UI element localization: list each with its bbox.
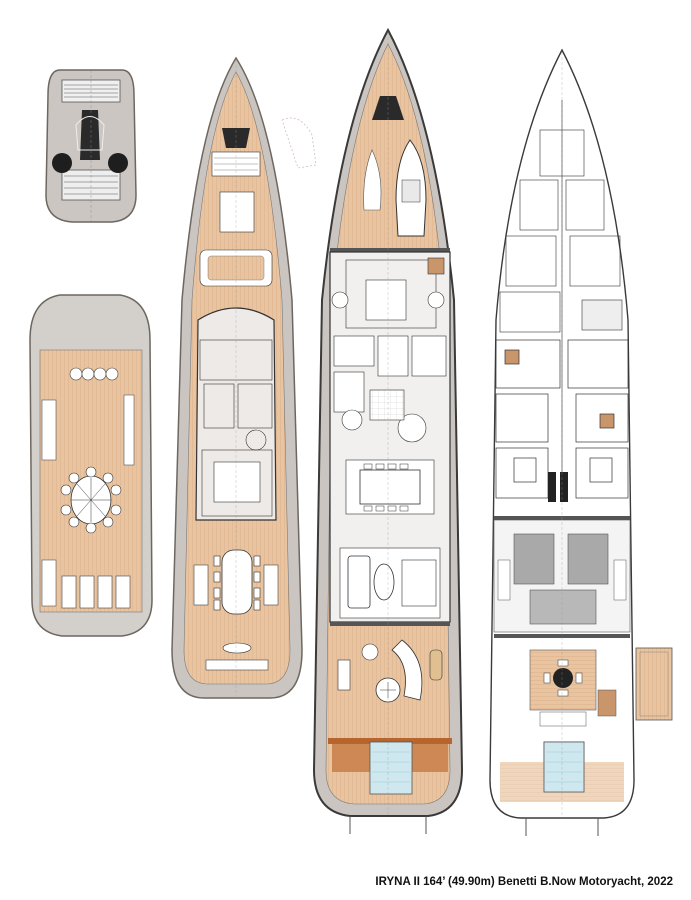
radar-dome-right-icon bbox=[108, 153, 128, 173]
mast-top-plan bbox=[45, 69, 137, 223]
main-deck-plan bbox=[312, 27, 464, 834]
bridge-aft-dining bbox=[193, 549, 279, 671]
bridge-deck-plan bbox=[171, 56, 317, 699]
yacht-caption: IRYNA II 164’ (49.90m) Benetti B.Now Mot… bbox=[375, 876, 673, 888]
lower-deck-plan bbox=[489, 48, 673, 836]
bridge-interior bbox=[199, 339, 273, 517]
lower-deck-beach-club bbox=[529, 649, 617, 727]
sun-deck-round-dining bbox=[60, 466, 122, 534]
main-deck-owner-suite bbox=[331, 257, 445, 329]
sun-deck-loungers bbox=[69, 367, 119, 381]
main-deck-aft-lounge bbox=[337, 639, 443, 703]
sun-deck-plan bbox=[29, 294, 153, 637]
radar-dome-left-icon bbox=[52, 153, 72, 173]
tender-boat-icon bbox=[395, 139, 427, 237]
main-deck-saloon bbox=[339, 547, 441, 619]
sun-deck-sunbeds bbox=[61, 575, 131, 609]
lower-deck-engine-room bbox=[493, 519, 631, 633]
main-deck-dining bbox=[345, 459, 435, 515]
main-deck-pool bbox=[369, 741, 413, 795]
lower-deck-side-platform bbox=[635, 647, 673, 721]
deck-plans-drawing bbox=[29, 27, 673, 836]
lower-deck-guest-cabins bbox=[495, 339, 629, 499]
main-deck-service bbox=[333, 335, 447, 443]
